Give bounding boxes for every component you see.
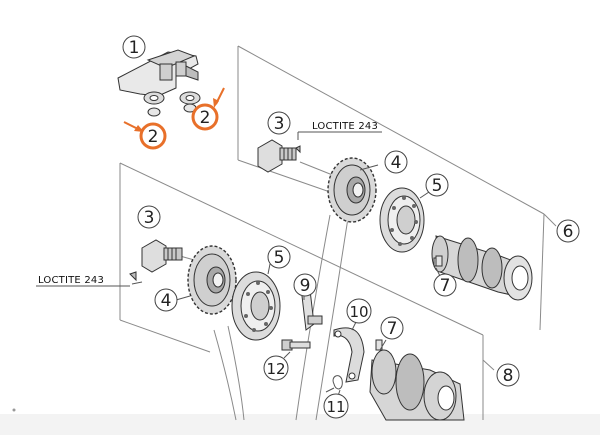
part-gear-upper	[327, 157, 377, 223]
part-camshaft-upper	[431, 235, 533, 301]
lower-assembly-frame	[119, 162, 495, 420]
part-bolt-upper	[257, 139, 301, 173]
svg-text:5: 5	[274, 248, 285, 268]
callout-3-upper: 3	[267, 111, 291, 135]
part-bolt-small	[281, 339, 311, 351]
callout-8: 8	[496, 363, 520, 387]
svg-text:6: 6	[563, 222, 574, 242]
callout-11: 11	[323, 393, 349, 419]
svg-text:7: 7	[440, 276, 451, 296]
svg-text:2: 2	[148, 127, 159, 147]
svg-text:4: 4	[391, 153, 402, 173]
loctite-note-upper: LOCTITE 243	[312, 121, 378, 132]
callout-7-upper: 7	[433, 273, 457, 297]
callout-5-lower: 5	[267, 245, 291, 269]
svg-text:8: 8	[503, 366, 514, 386]
svg-text:3: 3	[144, 208, 155, 228]
callout-4-upper: 4	[384, 150, 408, 174]
bottom-strip	[0, 414, 600, 435]
part-bearing-upper	[379, 187, 425, 253]
callout-6: 6	[556, 219, 580, 243]
part-bolt-lower	[129, 239, 183, 282]
loctite-note-lower: LOCTITE 243	[38, 275, 104, 286]
callout-12: 12	[263, 355, 289, 381]
callout-7-lower: 7	[380, 316, 404, 340]
svg-text:12: 12	[266, 360, 285, 378]
callout-10: 10	[346, 298, 372, 324]
callout-4-lower: 4	[154, 288, 178, 312]
part-bearing-lower	[231, 271, 281, 341]
callout-3-lower: 3	[137, 205, 161, 229]
callout-2-left: 2	[139, 122, 167, 150]
svg-text:9: 9	[300, 276, 311, 296]
svg-text:2: 2	[200, 108, 211, 128]
callout-2-right: 2	[191, 103, 219, 131]
svg-text:5: 5	[432, 176, 443, 196]
part-gear-lower	[187, 245, 237, 315]
svg-text:1: 1	[129, 38, 140, 58]
svg-text:10: 10	[349, 303, 368, 321]
callout-5-upper: 5	[425, 173, 449, 197]
svg-text:3: 3	[274, 114, 285, 134]
callout-9: 9	[293, 273, 317, 297]
part-spring	[325, 375, 343, 393]
edge-dot	[12, 408, 16, 412]
part-decompression-lever	[333, 327, 365, 383]
upper-assembly-frame	[237, 45, 557, 331]
svg-text:4: 4	[161, 291, 172, 311]
svg-text:7: 7	[387, 319, 398, 339]
part-guide-rail	[117, 49, 199, 97]
svg-text:11: 11	[326, 398, 345, 416]
callout-1: 1	[122, 35, 146, 59]
part-pins	[375, 255, 443, 351]
part-camshaft-lower	[369, 349, 465, 421]
part-washers	[143, 91, 201, 117]
